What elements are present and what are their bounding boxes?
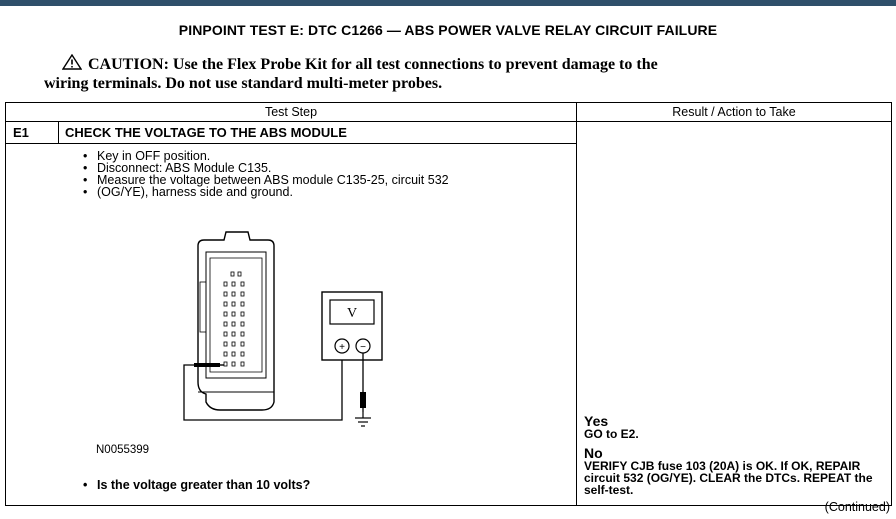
- meter-minus-label: −: [360, 342, 366, 353]
- result-block: Yes GO to E2. No VERIFY CJB fuse 103 (20…: [584, 414, 889, 496]
- table-header-row: Test Step Result / Action to Take: [5, 102, 892, 122]
- test-step-table: Test Step Result / Action to Take E1 CHE…: [5, 102, 892, 506]
- step-instructions: Key in OFF position. Disconnect: ABS Mod…: [83, 150, 543, 199]
- step-body-cell: Key in OFF position. Disconnect: ABS Mod…: [5, 143, 577, 506]
- top-banner: [0, 0, 896, 6]
- result-cell: Yes GO to E2. No VERIFY CJB fuse 103 (20…: [576, 121, 892, 506]
- step-id: E1: [5, 121, 59, 144]
- no-label: No: [584, 445, 603, 461]
- continued-note: (Continued): [824, 500, 890, 514]
- connector-pins: [223, 271, 245, 367]
- meter-display-text: V: [347, 306, 357, 321]
- header-result-action: Result / Action to Take: [576, 102, 892, 122]
- page-title: PINPOINT TEST E: DTC C1266 — ABS POWER V…: [178, 22, 718, 38]
- no-action: VERIFY CJB fuse 103 (20A) is OK. If OK, …: [584, 459, 873, 497]
- header-test-step: Test Step: [5, 102, 577, 122]
- yes-label: Yes: [584, 413, 609, 429]
- instruction-item: Disconnect: ABS Module C135.: [83, 162, 543, 175]
- meter-plus-jack: [334, 338, 350, 354]
- abs-connector-illustration: [197, 231, 275, 411]
- multimeter-illustration: V + −: [321, 291, 383, 361]
- step-title-row: E1 CHECK THE VOLTAGE TO THE ABS MODULE Y…: [5, 121, 892, 506]
- yes-action: GO to E2.: [584, 428, 889, 440]
- yes-target-link[interactable]: E2: [620, 427, 636, 441]
- test-question: Is the voltage greater than 10 volts?: [83, 478, 310, 492]
- caution-line-2: wiring terminals. Do not use standard mu…: [44, 75, 443, 92]
- caution-line-1: CAUTION: Use the Flex Probe Kit for all …: [88, 56, 658, 73]
- probe-illustration: [194, 363, 224, 367]
- step-title: CHECK THE VOLTAGE TO THE ABS MODULE: [58, 121, 577, 144]
- meter-plus-label: +: [339, 342, 345, 353]
- connector-meter-diagram: V + −: [183, 231, 383, 427]
- yes-suffix: .: [635, 427, 639, 441]
- instruction-item: Measure the voltage between ABS module C…: [83, 174, 543, 187]
- instruction-item: Key in OFF position.: [83, 150, 543, 163]
- figure-code: N0055399: [96, 444, 150, 456]
- ground-symbol-icon: [355, 412, 371, 427]
- instruction-continuation: (OG/YE), harness side and ground.: [97, 185, 293, 199]
- caution-note: CAUTION: Use the Flex Probe Kit for all …: [44, 53, 862, 93]
- ground-probe: [360, 392, 366, 408]
- warning-triangle-icon: [61, 53, 83, 75]
- instruction-item-continued: (OG/YE), harness side and ground.: [83, 185, 543, 199]
- probe-wire: [183, 346, 343, 421]
- yes-prefix: GO to: [584, 427, 621, 441]
